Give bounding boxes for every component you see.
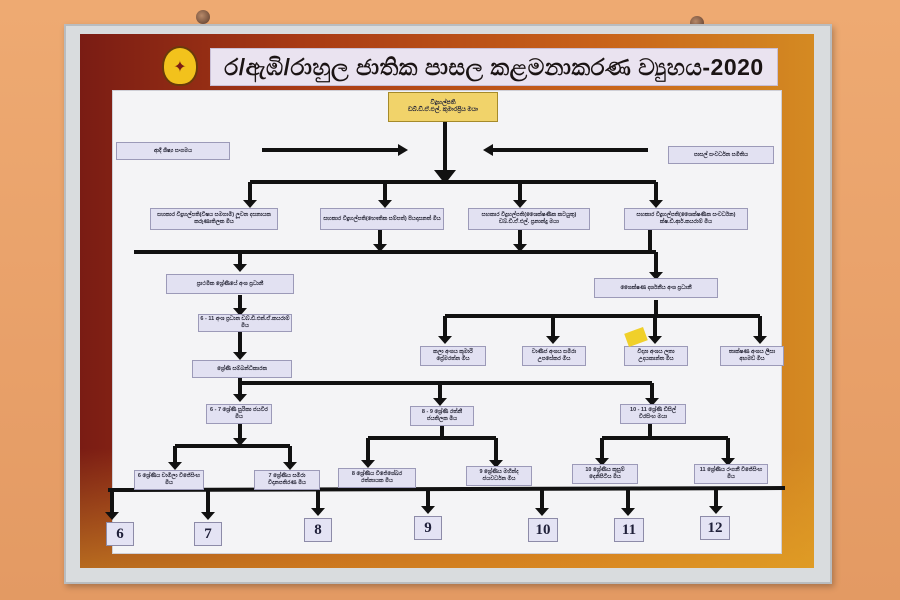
commerce-section-box: වාණිජ අංශය සමීරා උපසේකර මිය xyxy=(522,346,586,366)
deputy-box-3: සහකාර විදුහල්පති(ශෛක්ෂණික කටයුතු) ඩබ්.ඩී… xyxy=(468,208,590,230)
deputy-box-1: සහකාර විදුහල්පති(විෂය සමගාමී) ලූවන දසනාය… xyxy=(150,208,278,230)
grade-label-7: 7 xyxy=(194,522,222,546)
science-section-box: විද්‍යා අංශය ලතා උදයකාන්ත මිය xyxy=(624,346,688,366)
grade-head-8: 8 ශ්‍රේණිය විජේශේඛර රත්නායක මිය xyxy=(338,468,416,488)
school-logo-icon: ✦ xyxy=(162,46,198,86)
grade-label-8: 8 xyxy=(304,518,332,542)
grade-head-6: 6 ශ්‍රේණිය චාමිලා විජේසිංහ මිය xyxy=(134,470,204,490)
academic-head-box: ශෛක්ෂණ දර්ශනීය අංශ ප්‍රධානී xyxy=(594,278,718,298)
deputy-box-2: සහකාර විදුහල්පති(භෞතික සම්පත්) පියදාසනත්… xyxy=(320,208,444,230)
grade-label-12: 12 xyxy=(700,516,730,540)
primary-head-box: ප්‍රාථමික ශ්‍රේණියේ අංශ ප්‍රධානී xyxy=(166,274,294,294)
chart-title: ර/ඇඹි/රාහුල ජාතික පාසල කළමනාකරණ ව්‍යුහය-… xyxy=(210,48,778,86)
grade-head-11: 11 ශ්‍රේණිය රංගනී විජේසිංහ මිය xyxy=(694,464,768,484)
wall-hook-left xyxy=(196,10,210,24)
grade-label-10: 10 xyxy=(528,518,558,542)
principal-box: විදුහල්පති ඩබ්.ඩී.ඒ.එල්. කුමාරප්‍රිය මයා xyxy=(388,92,498,122)
arts-section-box: කලා අංශය කුමාරි ප්‍රේමරත්න මිය xyxy=(420,346,486,366)
grade-group-8-9: 8 - 9 ශ්‍රේණි රත්නී ජයතිලක මිය xyxy=(410,406,474,426)
technology-section-box: තාක්ෂණ අංශය ලීසා අහමඩ් මිය xyxy=(720,346,784,366)
sdc-box: පාසල් සංවර්ධන සමිතිය xyxy=(668,146,774,164)
grade-coordinator-box: ශ්‍රේණි සම්බන්ධීකාරක xyxy=(192,360,292,378)
deputy-box-4: සහකාර විදුහල්පති(ශෛක්ෂණික සංවර්ධන) ක්ෂ.ඩ… xyxy=(624,208,748,230)
past-pupils-box: ආදි ශිෂ්‍ය සංගමය xyxy=(116,142,230,160)
section-head-box: 6 - 11 අංශ ප්‍රධාන ඩබ්.ඩී.එන්.ඒ.කයරාම් ම… xyxy=(198,314,292,332)
grade-group-10-11: 10 - 11 ශ්‍රේණි ඩිසිල් වීරසිංහ මයා xyxy=(620,404,686,424)
grade-head-10: 10 ශ්‍රේණිය කුසුම් දෙනිපිටිය මිය xyxy=(572,464,638,484)
grade-group-6-7: 6 - 7 ශ්‍රේණි සුරිකා ජයවීර මිය xyxy=(206,404,272,424)
grade-head-7: 7 ශ්‍රේණිය සමීරා විදානපතිරණ මිය xyxy=(254,470,320,490)
grade-label-9: 9 xyxy=(414,516,442,540)
grade-label-11: 11 xyxy=(614,518,644,542)
grade-head-9: 9 ශ්‍රේණිය මහින්ද ජයවර්ධන මිය xyxy=(466,466,532,486)
grade-label-6: 6 xyxy=(106,522,134,546)
